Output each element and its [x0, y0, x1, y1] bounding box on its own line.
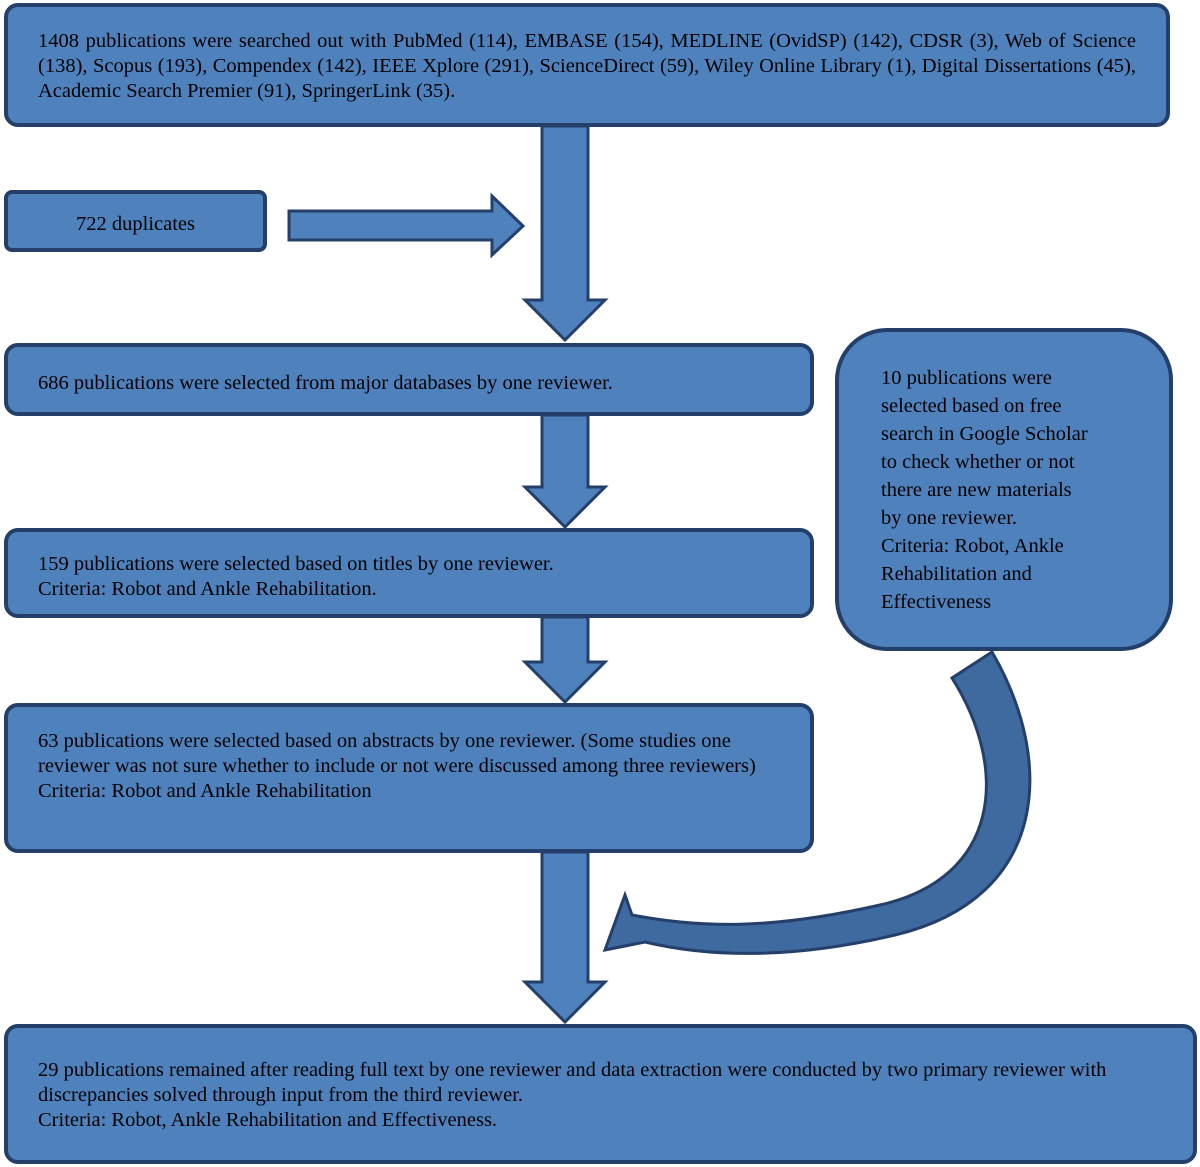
- node-duplicates: 722 duplicates: [4, 190, 267, 252]
- node-database-search: 1408 publications were searched out with…: [4, 3, 1170, 127]
- node-abstracts-text: 63 publications were selected based on a…: [38, 730, 756, 777]
- down-arrow-abstracts-to-final: [521, 850, 609, 1025]
- node-database-search-text: 1408 publications were searched out with…: [38, 30, 1136, 102]
- down-arrow-titles-to-abstracts: [521, 615, 609, 705]
- curved-arrow-scholar-to-final: [602, 649, 1032, 955]
- node-google-scholar-line: to check whether or not: [881, 451, 1075, 473]
- down-arrow-major-to-titles: [521, 413, 609, 530]
- node-final-included: 29 publications remained after reading f…: [4, 1024, 1197, 1164]
- node-google-scholar-criteria: Effectiveness: [881, 591, 992, 613]
- node-abstracts: 63 publications were selected based on a…: [4, 703, 814, 853]
- node-titles: 159 publications were selected based on …: [4, 528, 814, 618]
- node-abstracts-criteria: Criteria: Robot and Ankle Rehabilitation: [38, 780, 372, 802]
- node-google-scholar-line: 10 publications were: [881, 367, 1052, 389]
- node-major-databases: 686 publications were selected from majo…: [4, 343, 814, 416]
- node-titles-line-1: 159 publications were selected based on …: [38, 553, 554, 575]
- node-google-scholar-line: search in Google Scholar: [881, 423, 1088, 445]
- node-google-scholar: 10 publications were selected based on f…: [835, 328, 1173, 651]
- node-final-included-criteria: Criteria: Robot, Ankle Rehabilitation an…: [38, 1109, 498, 1131]
- node-google-scholar-line: there are new materials: [881, 479, 1072, 501]
- down-arrow-search-to-major: [521, 124, 609, 343]
- right-arrow-duplicates: [287, 192, 526, 259]
- node-google-scholar-criteria: Rehabilitation and: [881, 563, 1032, 585]
- node-google-scholar-line: selected based on free: [881, 395, 1062, 417]
- node-google-scholar-line: by one reviewer.: [881, 507, 1018, 529]
- node-titles-criteria: Criteria: Robot and Ankle Rehabilitation…: [38, 578, 377, 600]
- node-major-databases-text: 686 publications were selected from majo…: [38, 372, 613, 394]
- node-final-included-text: 29 publications remained after reading f…: [38, 1059, 1107, 1106]
- node-duplicates-text: 722 duplicates: [76, 213, 195, 235]
- node-google-scholar-criteria: Criteria: Robot, Ankle: [881, 535, 1064, 557]
